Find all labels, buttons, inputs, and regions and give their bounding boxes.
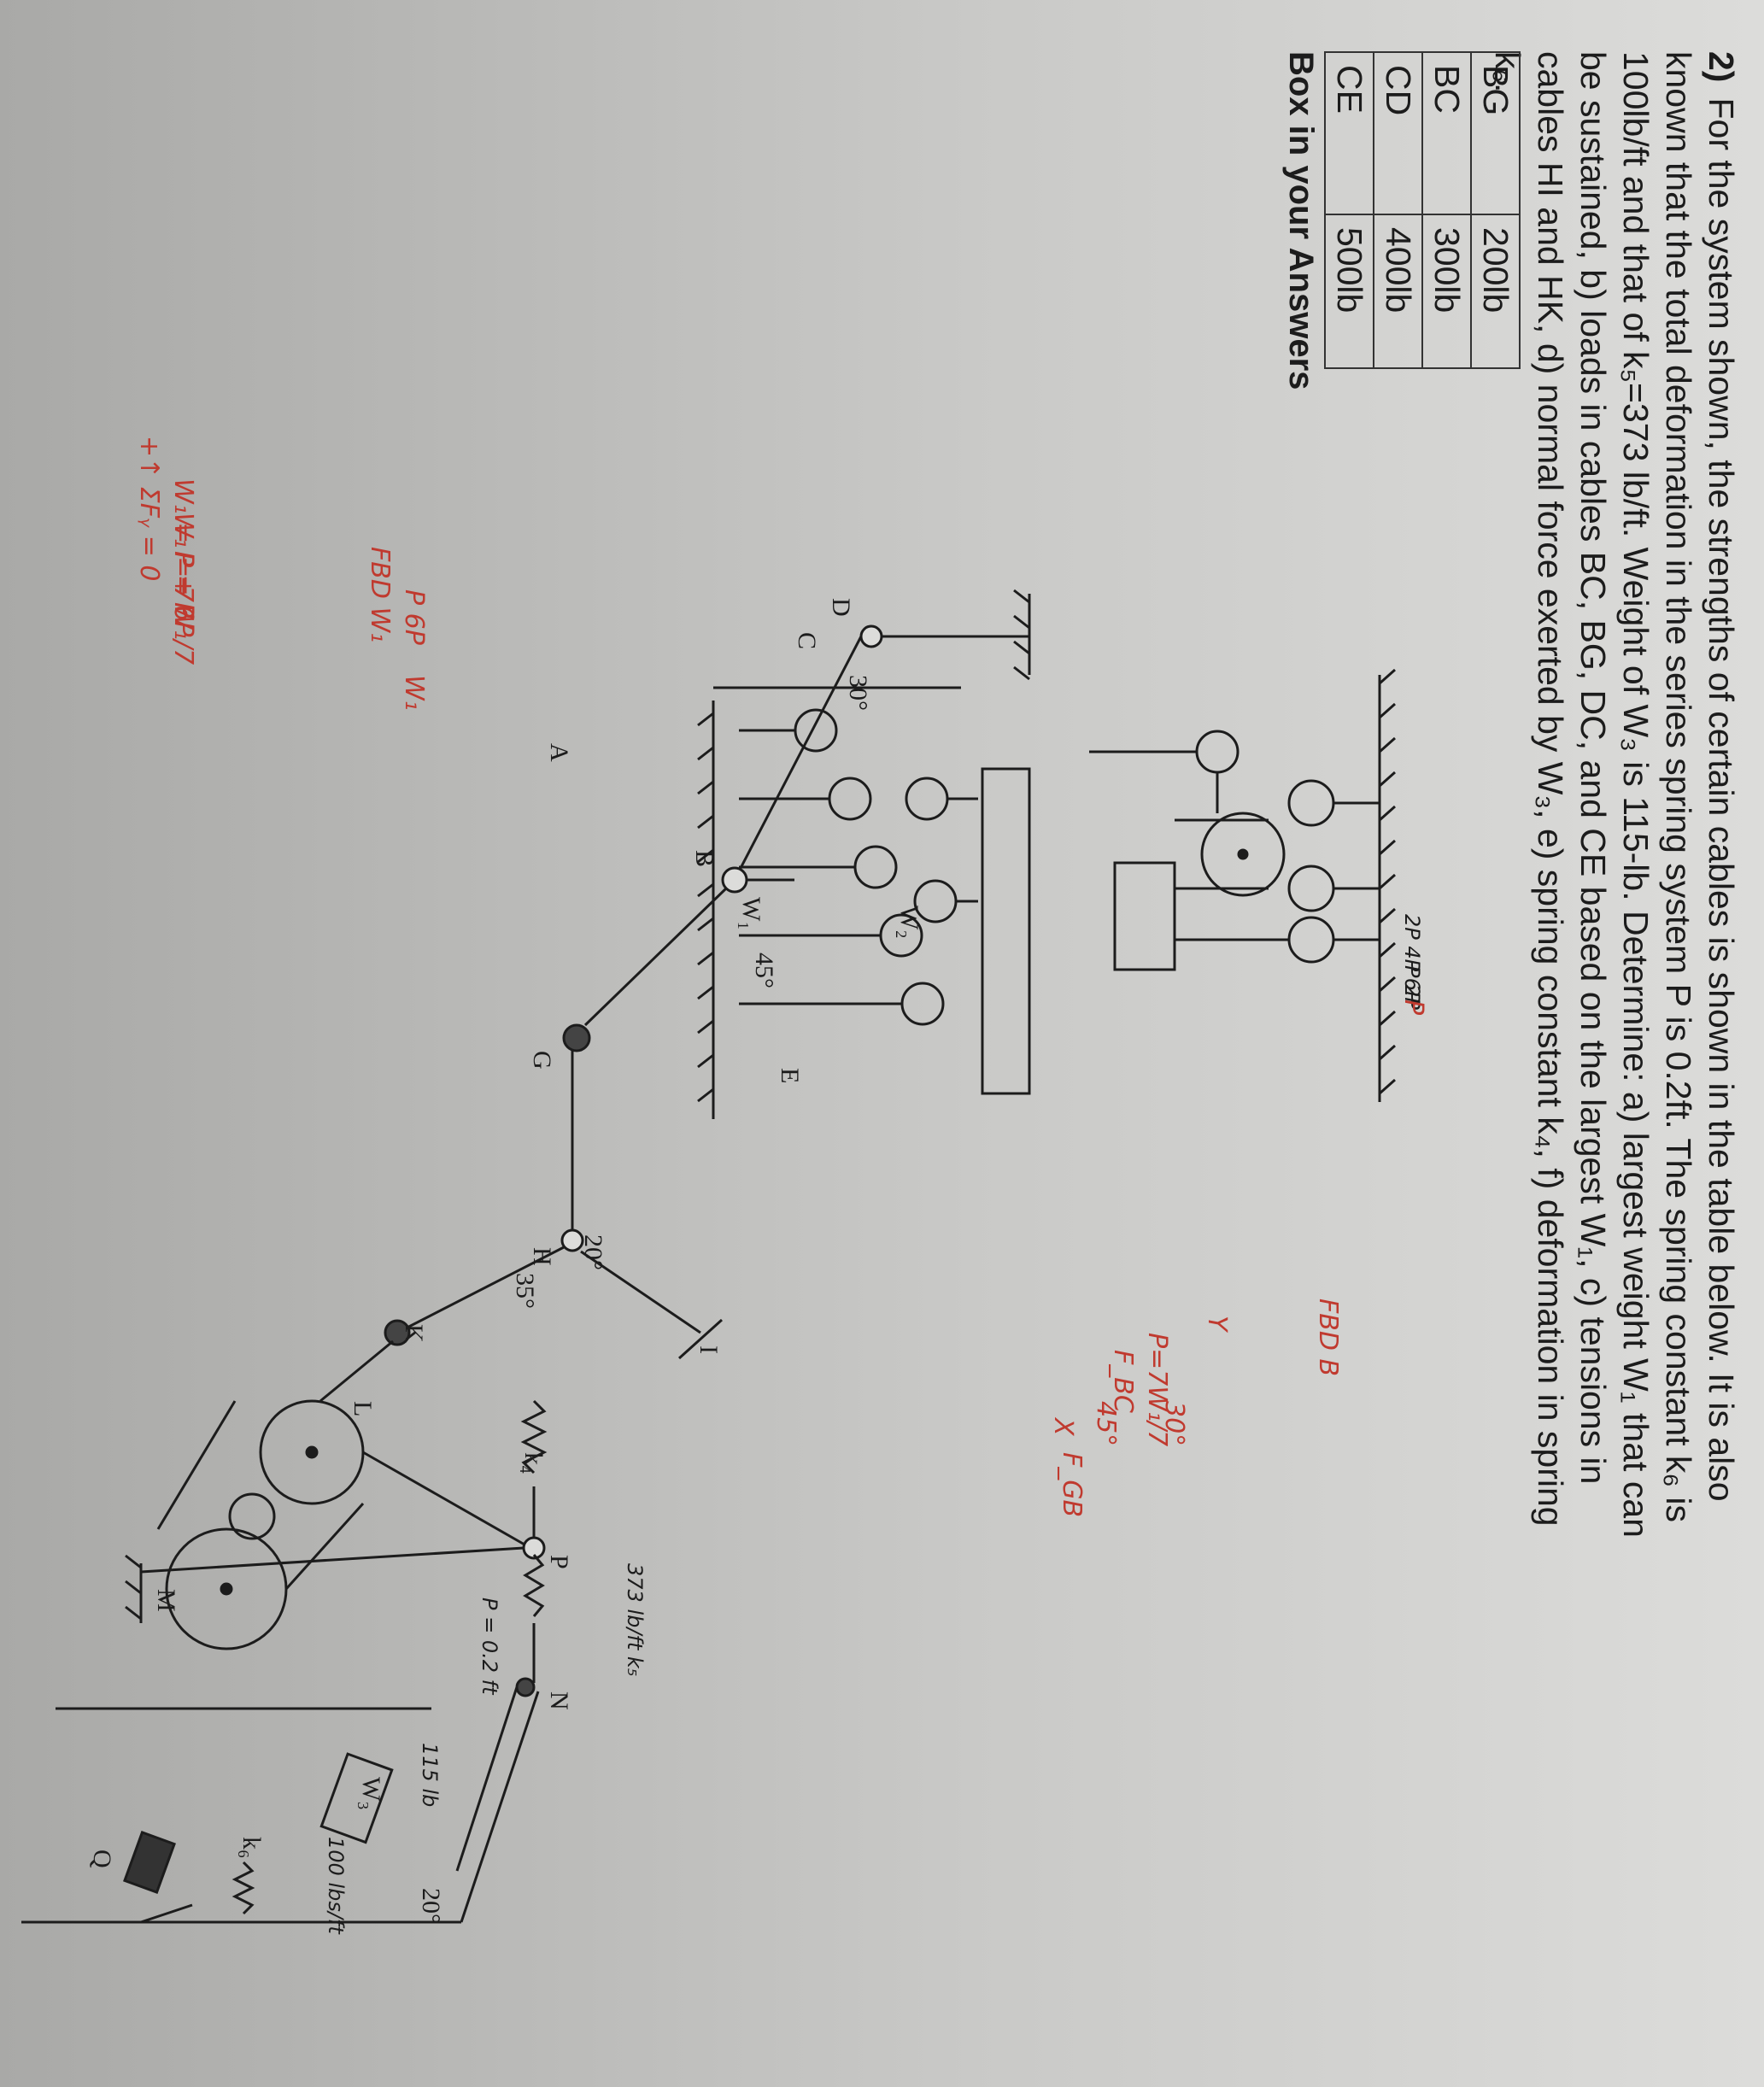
label-c: C [793,632,821,649]
label-k: K [400,1324,428,1343]
hw-eq3: P = W₁/7 [168,551,198,665]
label-l: L [349,1401,377,1416]
label-a: A [545,743,573,762]
pulley [900,982,945,1026]
pulley [1200,812,1286,897]
spring-k5 [523,1554,545,1617]
pulley [853,845,898,889]
w2-pulley-system [697,686,1031,1119]
hw-k6-value: 100 lbs/ft [324,1837,348,1935]
hw-spring-k5: 373 lb/ft k₅ [623,1563,647,1676]
hw-fbd-b: FBD B [1313,1299,1343,1376]
hw-deform: P = 0.2 ft [478,1597,501,1696]
hw-fbd-b-x: X [1048,1416,1078,1437]
label-p: P [545,1555,573,1569]
pulley [228,1492,276,1540]
w1-pulley-system [1089,730,1380,971]
hw-fbd-w1-weight: W₁ [399,675,429,711]
label-b: B [690,850,718,867]
hw-fbd-b-45: 45° [1091,1401,1121,1446]
label-w2: W₂ [895,906,923,939]
hw-fbd-w1: FBD W₁ [365,547,395,642]
label-angle-35: 35° [511,1273,539,1309]
hw-p-label: P [1398,1000,1428,1016]
label-q: Q [88,1850,116,1868]
label-g: G [528,1051,556,1070]
klm-pulley-system [125,1319,543,1650]
cable-k [319,1340,394,1403]
pulley [905,777,949,821]
pulley [1287,865,1335,912]
label-angle-incline: 20° [417,1888,445,1924]
label-n: N [545,1691,573,1710]
block-q [123,1831,176,1894]
hw-eq2: W₁ = 7P [168,513,198,618]
label-e: E [776,1068,804,1083]
pulley [1195,730,1239,774]
label-i: I [694,1345,723,1354]
label-angle-45: 45° [750,953,778,988]
spring-incline-system [21,1399,548,1924]
hw-sum-fy: +↑ ΣFᵧ = 0 [134,436,164,582]
label-k6: k₆ [237,1837,266,1858]
cable-hi [580,1250,701,1334]
hw-pulley-marks2: P 2P [1400,965,1424,1010]
hw-fbd-w1-forces: P 6P [399,589,429,646]
label-k4: k₄ [519,1452,548,1474]
label-d: D [827,598,855,617]
cable-frame [396,589,1031,1360]
label-angle-20: 20° [579,1234,607,1270]
hw-w3-weight: 115 lb [418,1743,442,1807]
cable-l [362,1451,543,1556]
pulley [1287,779,1335,827]
cable-hk [396,1246,565,1334]
label-w3: W₃ [357,1777,385,1810]
support-i [677,1318,724,1360]
hw-f-bc: F_BC [1108,1350,1138,1413]
label-w1: W₁ [737,897,765,930]
label-angle-30: 30° [844,675,872,711]
incline [460,1691,540,1923]
w2-block [981,767,1031,1095]
pulley [828,777,872,821]
ceiling-support-w1 [1378,668,1396,1102]
label-m: M [152,1589,180,1612]
w1-block [1113,861,1176,971]
pulley [794,708,838,753]
hw-eq1: W₁ = P + 6P [168,478,198,637]
spring-k6 [231,1861,255,1915]
hw-fbd-b-y: Y [1202,1316,1232,1334]
figure-labels: D C 30° B 45° A G H 20° 35° I K L M N P … [88,598,923,1924]
w3-block [319,1752,394,1844]
hw-fbd-b-30: 30° [1159,1401,1189,1446]
pulley [1287,916,1335,964]
hw-f-gb: F_GB [1057,1452,1087,1517]
hw-pulley-marks: 2P 4P 6P [1400,914,1424,1004]
spring-k4 [520,1399,548,1474]
handwritten-notes: FBD W₁ P 6P W₁ +↑ ΣFᵧ = 0 W₁ = P + 6P W₁… [134,436,1428,1935]
hw-fbd-b-p: P=7W₁/7 [1142,1333,1172,1446]
cable-cb [737,636,863,872]
cable-bg [583,887,728,1027]
label-h: H [528,1247,556,1266]
